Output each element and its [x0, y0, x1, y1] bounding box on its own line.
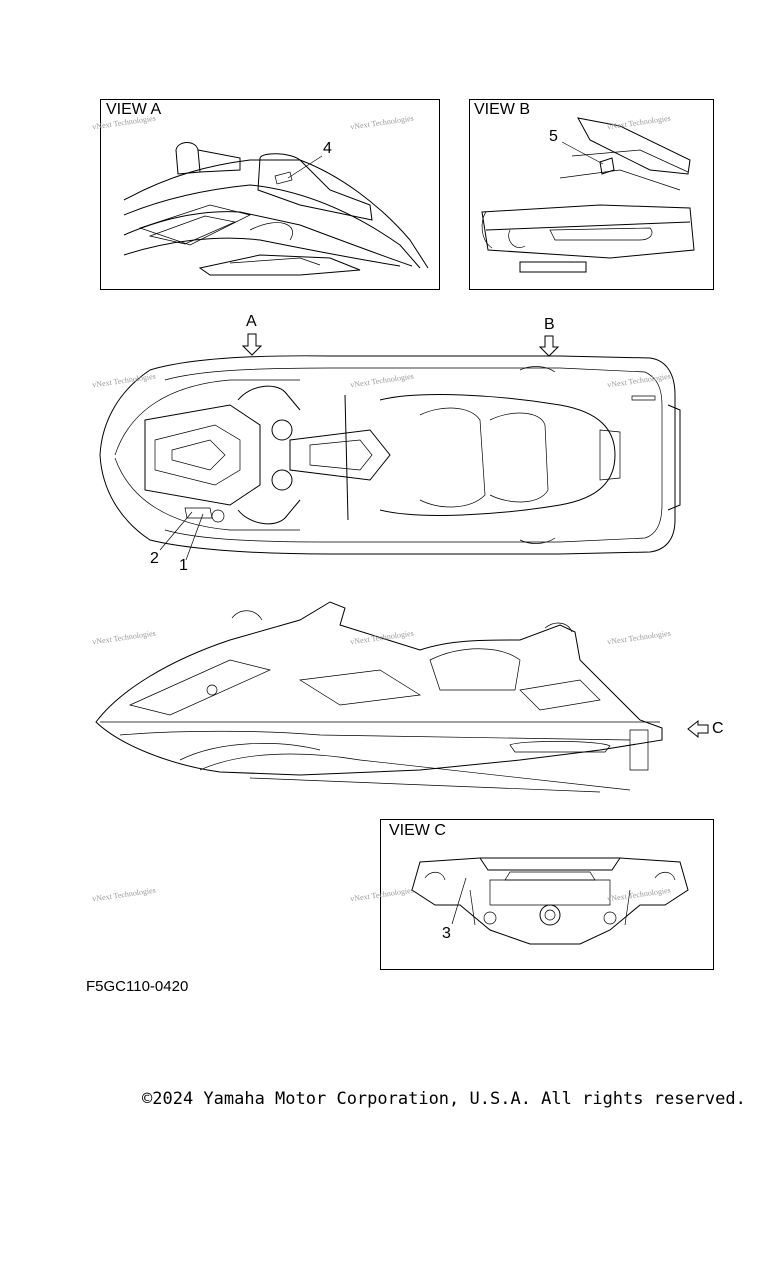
arrow-a-label: A	[246, 313, 257, 330]
arrow-c-icon	[687, 719, 709, 739]
callout-3: 3	[442, 925, 451, 942]
copyright-notice: ©2024 Yamaha Motor Corporation, U.S.A. A…	[142, 1089, 746, 1109]
arrow-a-icon	[241, 333, 263, 356]
callout-5: 5	[549, 128, 558, 145]
view-c-label: VIEW C	[389, 822, 446, 839]
callout-1: 1	[179, 557, 188, 574]
side-view-drawing	[95, 601, 663, 793]
view-b-panel	[469, 99, 714, 290]
arrow-b-label: B	[544, 316, 555, 333]
arrow-b-icon	[538, 335, 560, 357]
view-c-drawing	[411, 857, 689, 945]
view-a-drawing	[123, 142, 429, 276]
arrow-c-label: C	[712, 720, 724, 737]
view-c-panel	[380, 819, 714, 970]
view-a-label: VIEW A	[106, 101, 162, 118]
view-b-drawing	[481, 117, 695, 273]
part-code: F5GC110-0420	[86, 978, 189, 995]
view-b-label: VIEW B	[474, 101, 531, 118]
callout-2: 2	[150, 550, 159, 567]
callout-4: 4	[323, 140, 332, 157]
top-view-drawing	[99, 355, 681, 555]
